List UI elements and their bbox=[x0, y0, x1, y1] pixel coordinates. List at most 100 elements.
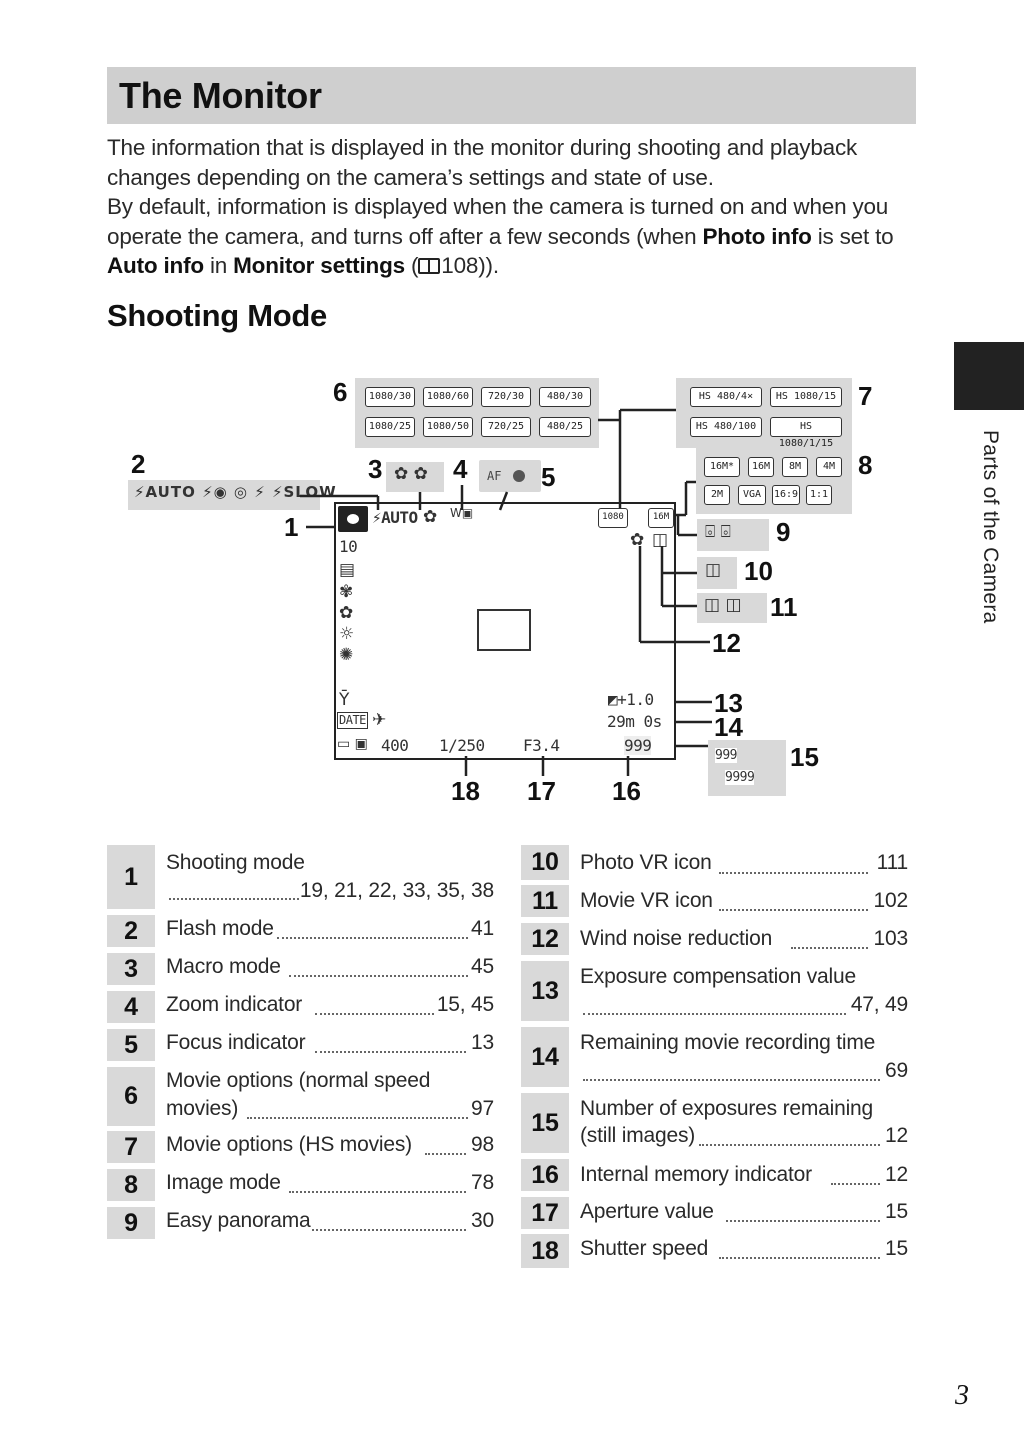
lcd-wind-noise-icon: ✿ bbox=[630, 530, 645, 550]
legend-label: Focus indicator bbox=[166, 1031, 306, 1054]
callout-7: 7 bbox=[858, 381, 873, 411]
lcd-movie-option-icon: 1080 bbox=[598, 508, 628, 528]
lcd-exposure-comp: ◩+1.0 bbox=[608, 690, 654, 709]
hs-movie-icon-1080-15: HS 1080/1/15 bbox=[770, 417, 842, 449]
lcd-image-mode-icon: 16M bbox=[648, 508, 674, 528]
leader-dots bbox=[831, 1183, 880, 1185]
legend-label: Shutter speed bbox=[580, 1237, 709, 1260]
image-mode-box bbox=[696, 448, 852, 514]
exposures-box bbox=[708, 740, 786, 796]
leader-dots bbox=[583, 1013, 846, 1015]
leader-dots bbox=[277, 937, 468, 939]
legend-number: 18 bbox=[521, 1234, 569, 1268]
legend-label: Movie options (HS movies) bbox=[166, 1133, 412, 1156]
lcd-zoom-w-icon: W▣ bbox=[450, 506, 474, 520]
legend-number: 15 bbox=[521, 1093, 569, 1153]
lcd-vr-icon: ◫ bbox=[652, 530, 669, 550]
image-mode-icon-1-1: 1:1 bbox=[806, 485, 832, 505]
legend-label: Internal memory indicator bbox=[580, 1163, 812, 1186]
legend-label: Macro mode bbox=[166, 955, 281, 978]
leader-dots bbox=[312, 1229, 466, 1231]
intro-text-f: )). bbox=[478, 253, 499, 278]
legend-pages[interactable]: 69 bbox=[885, 1059, 908, 1082]
callout-11: 11 bbox=[770, 592, 798, 622]
legend-number: 10 bbox=[521, 845, 569, 880]
legend-pages[interactable]: 41 bbox=[471, 917, 494, 940]
intro-paragraph-1: The information that is displayed in the… bbox=[107, 135, 858, 190]
page-number: 3 bbox=[955, 1380, 969, 1411]
legend-label: Shooting mode bbox=[166, 851, 305, 874]
lcd-continuous-icon: ▤ bbox=[339, 560, 356, 580]
lcd-iso: 400 bbox=[381, 736, 409, 755]
chapter-label: Parts of the Camera bbox=[979, 430, 1002, 624]
leader-dots bbox=[583, 1079, 880, 1081]
legend-number: 11 bbox=[521, 885, 569, 917]
legend-pages[interactable]: 15 bbox=[885, 1237, 908, 1260]
lcd-exposure-comp-value: +1.0 bbox=[617, 690, 654, 709]
movie-icon-480-25: 480/25 bbox=[539, 417, 591, 437]
auto-info-term: Auto info bbox=[107, 253, 204, 278]
flash-mode-box bbox=[128, 480, 320, 510]
movie-vr-icon: ◫ ◫ bbox=[704, 595, 742, 615]
page-reference[interactable]: 108 bbox=[441, 253, 479, 278]
movie-icon-1080-50: 1080/50 bbox=[423, 417, 473, 437]
legend-label: Wind noise reduction bbox=[580, 927, 773, 950]
callout-10: 10 bbox=[744, 556, 773, 586]
legend-pages[interactable]: 98 bbox=[471, 1133, 494, 1156]
legend-number: 8 bbox=[107, 1169, 155, 1201]
image-mode-icon-vga: VGA bbox=[738, 485, 766, 505]
callout-15: 15 bbox=[790, 742, 819, 772]
legend-pages[interactable]: 45 bbox=[471, 955, 494, 978]
legend-pages[interactable]: 12 bbox=[885, 1124, 908, 1147]
legend-number: 14 bbox=[521, 1027, 569, 1087]
lcd-travel-icon: ✈ bbox=[372, 710, 387, 730]
exposures-999: 999 bbox=[715, 748, 737, 763]
page-title: The Monitor bbox=[119, 75, 322, 116]
callout-8: 8 bbox=[858, 450, 873, 480]
flash-mode-icons: ⚡AUTO ⚡◉ ◎ ⚡ ⚡SLOW bbox=[134, 483, 337, 501]
leader-dots bbox=[289, 1191, 466, 1193]
callout-4: 4 bbox=[453, 454, 468, 484]
movie-icon-1080-30: 1080/30 bbox=[365, 387, 415, 407]
intro-text-a: By default, information is displayed whe… bbox=[107, 194, 889, 249]
focus-dot-icon bbox=[513, 470, 525, 482]
legend-pages[interactable]: 12 bbox=[885, 1163, 908, 1186]
legend-number: 9 bbox=[107, 1207, 155, 1239]
lcd-effects-icon: ✾ bbox=[339, 582, 354, 602]
legend-label: Zoom indicator bbox=[166, 993, 303, 1016]
leader-dots bbox=[699, 1144, 880, 1146]
legend-label: Movie options (normal speed bbox=[166, 1069, 431, 1092]
leader-dots bbox=[169, 898, 299, 900]
leader-lines bbox=[300, 408, 712, 776]
legend-label: Remaining movie recording time bbox=[580, 1031, 876, 1054]
legend-pages[interactable]: 97 bbox=[471, 1097, 494, 1120]
legend-number: 1 bbox=[107, 845, 155, 909]
legend-label: Movie VR icon bbox=[580, 889, 713, 912]
legend-pages[interactable]: 47, 49 bbox=[850, 993, 908, 1016]
leader-dots bbox=[719, 872, 868, 874]
leader-dots bbox=[719, 909, 868, 911]
legend-pages[interactable]: 111 bbox=[876, 851, 909, 874]
movie-icon-1080-60: 1080/60 bbox=[423, 387, 473, 407]
legend-pages[interactable]: 103 bbox=[873, 927, 909, 950]
legend-pages[interactable]: 78 bbox=[471, 1171, 494, 1194]
movie-icon-720-25: 720/25 bbox=[481, 417, 531, 437]
legend-pages[interactable]: 19, 21, 22, 33, 35, 38 bbox=[299, 879, 494, 902]
leader-dots bbox=[719, 1257, 880, 1259]
leader-dots bbox=[247, 1117, 468, 1119]
legend-label-continued: (still images) bbox=[580, 1124, 696, 1147]
legend-number: 12 bbox=[521, 923, 569, 955]
legend-pages[interactable]: 15 bbox=[885, 1200, 908, 1223]
lcd-battery-icon: ▭ ▣ bbox=[337, 736, 368, 752]
intro-text: The information that is displayed in the… bbox=[107, 133, 919, 281]
legend-number: 3 bbox=[107, 953, 155, 985]
legend-pages[interactable]: 15, 45 bbox=[436, 993, 494, 1016]
lcd-smile-icon: ✿ bbox=[339, 603, 354, 623]
callout-12: 12 bbox=[712, 628, 741, 658]
callout-3: 3 bbox=[368, 454, 383, 484]
legend-pages[interactable]: 13 bbox=[471, 1031, 494, 1054]
legend-number: 16 bbox=[521, 1159, 569, 1191]
legend-pages[interactable]: 30 bbox=[471, 1209, 494, 1232]
legend-pages[interactable]: 102 bbox=[873, 889, 909, 912]
legend-number: 2 bbox=[107, 915, 155, 947]
